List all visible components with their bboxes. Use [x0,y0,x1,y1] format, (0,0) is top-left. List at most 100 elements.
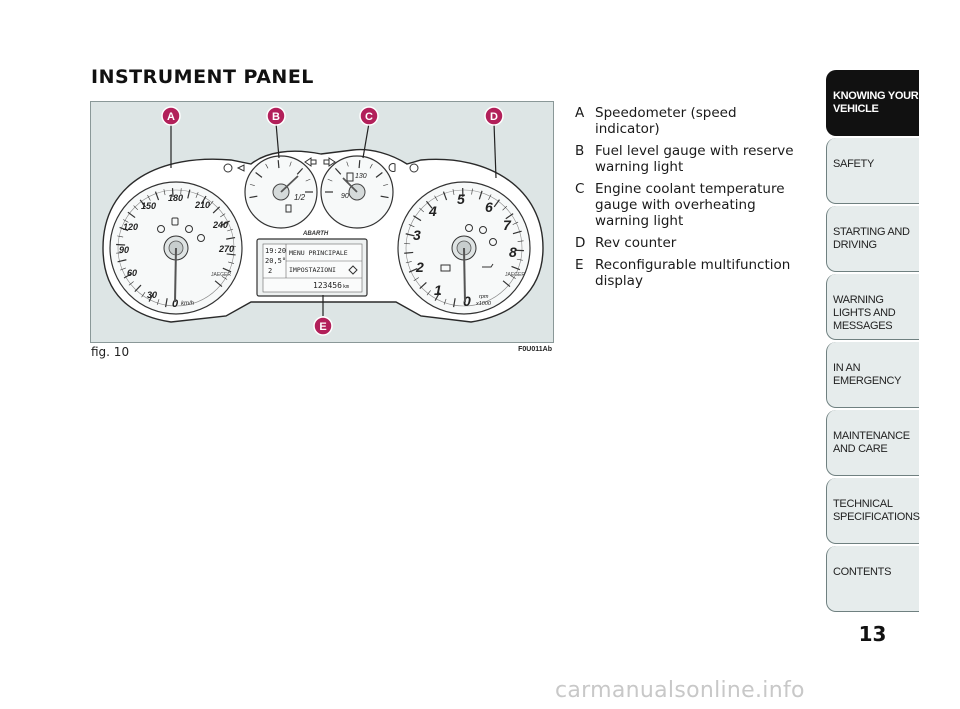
legend-item-e: E Reconfigurable multifunction display [575,257,805,289]
callout-legend: A Speedometer (speed indicator) B Fuel l… [575,105,805,295]
instrument-panel-figure: 30 60 90 120 150 180 210 240 270 0 km/h … [90,101,554,343]
legend-letter: E [575,257,584,273]
legend-item-d: D Rev counter [575,235,805,251]
legend-letter: D [575,235,586,251]
legend-letter: C [575,181,585,197]
legend-text: Engine coolant temperature gauge with ov… [595,181,785,229]
callout-d: D [484,106,504,126]
rpm-tick-0: 0 [463,293,471,309]
speedometer: 30 60 90 120 150 180 210 240 270 0 km/h … [109,181,243,315]
tab-maintenance-and-care[interactable]: MAINTENANCE AND CARE [826,410,919,476]
svg-text:C: C [365,111,373,123]
svg-text:A: A [167,111,175,123]
legend-text: Rev counter [595,235,677,251]
fog-light-icon [223,163,233,173]
display-selector-icon [348,265,358,275]
fuel-needle [280,175,299,193]
callout-c: C [359,106,379,126]
fuel-tick-marks [249,160,313,199]
tachometer: 0 1 2 3 4 5 6 7 8 rpm x1000 JAEGER [397,181,531,315]
rpm-tick-8: 8 [509,244,517,260]
speed-tick-210: 210 [194,200,210,210]
legend-item-b: B Fuel level gauge with reserve warning … [575,143,805,175]
temp-tick-90: 90 [341,193,349,200]
fuel-gauge: 1/2 [244,155,318,229]
callout-a: A [161,106,181,126]
rear-fog-icon [409,163,419,173]
legend-letter: A [575,105,585,121]
speed-tick-240: 240 [212,220,228,230]
temperature-gauge: 90 130 [320,155,394,229]
callout-b: B [266,106,286,126]
tab-technical-specifications[interactable]: TECHNICAL SPECIFICATIONS [826,478,920,544]
figure-caption: fig. 10 [91,345,130,359]
tab-knowing-your-vehicle[interactable]: KNOWING YOUR VEHICLE [826,70,919,136]
rpm-tick-2: 2 [415,259,424,275]
tachometer-brand: JAEGER [505,272,525,278]
legend-item-a: A Speedometer (speed indicator) [575,105,805,137]
legend-item-c: C Engine coolant temperature gauge with … [575,181,805,229]
tab-in-an-emergency[interactable]: IN AN EMERGENCY [826,342,919,408]
instrument-panel-illustration: 30 60 90 120 150 180 210 240 270 0 km/h … [102,106,544,336]
legend-text: Speedometer (speed indicator) [595,105,737,137]
turn-signal-right-icon [323,157,336,167]
airbag-warning-icon [479,226,487,234]
callout-lines [170,122,497,316]
oil-icon [482,263,494,268]
speed-unit: km/h [181,301,195,307]
display-odometer: 123456 [313,281,342,290]
fuel-pump-icon [285,204,292,213]
temperature-tick-marks [325,160,389,199]
display-menu-title: MENU PRINCIPALE [289,249,348,257]
rpm-tick-5: 5 [457,191,465,207]
display-time: 19:20 [265,247,286,255]
page-number: 13 [858,622,887,646]
speed-tick-0: 0 [172,298,179,310]
tab-safety[interactable]: SAFETY [826,138,919,204]
turn-signal-left-icon [304,157,317,167]
legend-letter: B [575,143,585,159]
rpm-tick-3: 3 [413,227,421,243]
callout-e: E [313,316,333,336]
speed-tick-270: 270 [218,244,234,254]
svg-text:E: E [319,321,326,333]
display-temperature: 20,5° [265,257,286,265]
steering-icon [489,238,497,246]
tab-starting-and-driving[interactable]: STARTING AND DRIVING [826,206,919,272]
temp-tick-130: 130 [355,173,367,180]
temperature-needle [342,177,358,193]
speed-tick-180: 180 [168,193,183,203]
tab-warning-lights-and-messages[interactable]: WARNING LIGHTS AND MESSAGES [826,274,919,340]
legend-text: Fuel level gauge with reserve warning li… [595,143,794,175]
svg-text:D: D [490,111,498,123]
legend-text: Reconfigurable multifunction display [595,257,791,289]
rpm-unit: rpm [479,294,489,300]
speedometer-tick-marks [116,188,236,308]
speed-tick-60: 60 [127,268,137,278]
speedometer-needle [174,247,177,303]
rpm-tick-1: 1 [434,282,442,298]
rpm-multiplier: x1000 [475,301,492,307]
rpm-tick-7: 7 [503,217,512,233]
rpm-tick-4: 4 [428,203,437,219]
svg-text:B: B [272,111,280,123]
section-tabs: KNOWING YOUR VEHICLE SAFETY STARTING AND… [826,70,920,614]
display-gear: 2 [268,267,272,275]
abarth-logo: ABARTH [302,231,329,237]
tachometer-tick-marks [404,188,524,308]
speed-tick-150: 150 [141,201,156,211]
speed-tick-120: 120 [123,222,138,232]
tachometer-needle [463,247,466,303]
low-beam-icon [236,164,245,172]
page-title: INSTRUMENT PANEL [91,66,314,88]
airbag-icon [171,217,179,226]
glow-plug-icon [465,224,473,232]
speed-tick-30: 30 [147,290,157,300]
figure-code: F0U011Ab [518,346,552,353]
seatbelt-icon [157,225,165,233]
brake-warning-icon [185,225,193,233]
display-menu-item: IMPOSTAZIONI [289,266,336,274]
watermark: carmanualsonline.info [555,678,805,703]
multifunction-display: 19:20 20,5° 2 MENU PRINCIPALE IMPOSTAZIO… [256,238,368,297]
tab-contents[interactable]: CONTENTS [826,546,919,612]
